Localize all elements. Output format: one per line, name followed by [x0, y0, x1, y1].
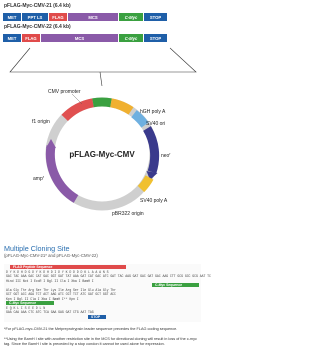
lbl-neo-superscript: r [169, 152, 171, 156]
plasmid-map: pFLAG-Myc-CMV CMV promoter hGH poly A SV… [9, 47, 197, 217]
seq-line-3: Hind III Not I EcoR I Bgl II Cla I Xba I… [6, 279, 94, 283]
cmv-leader [71, 93, 83, 105]
flag-peptide-banner: FLAG Peptide Sequence [10, 265, 126, 269]
neo-arc [143, 126, 160, 174]
hgh-polya-arc [110, 98, 134, 115]
seq-line-8: GAA CAA AAA CTC ATC TCA GAA GAG GAT CTG … [6, 310, 94, 314]
segment-c-myc: C-Myc [119, 34, 143, 42]
segment-ppt-ls: PPT LS [22, 13, 48, 21]
seq-line-1: D Y K D H D G D Y K D H D I D Y K D D D … [6, 270, 109, 274]
pbr322-origin-label: pBR322 origin [112, 211, 144, 217]
cmv-promoter-arc [61, 98, 94, 122]
amp-label: ampr [33, 175, 45, 182]
footnote-1: *For pFLAG-myc-CMV-21 the Metpreprotryps… [4, 327, 178, 331]
cmyc-banner-1: C-Myc Sequence [152, 283, 199, 287]
mcs-pointer [99, 71, 103, 87]
vector-22-map: MET FLAG MCS C-Myc STOP [3, 34, 167, 42]
segment-stop: STOP [144, 34, 167, 42]
seq-line-6: Kpn I Bgl II Cla I Xba I BamH I** Kpn I [6, 297, 79, 301]
mcs-title: Multiple Cloning Site [4, 244, 70, 253]
f1-origin-label: f1 origin [32, 119, 50, 125]
segment-flag: FLAG [49, 13, 67, 21]
plasmid-name: pFLAG-Myc-CMV [69, 150, 135, 159]
amp-arrowhead [46, 139, 56, 148]
amp-arc [45, 145, 79, 203]
mcs-bracket [9, 47, 197, 73]
segment-c-myc: C-Myc [119, 13, 143, 21]
seq-line-4: Ala Gly Thr Arg Ser Thr Lys Ile Arg Ser … [6, 288, 116, 292]
segment-mcs: MCS [41, 34, 118, 42]
cmyc-banner-2: C-Myc Sequence [6, 301, 54, 305]
neo-label: neor [161, 152, 171, 159]
sv40-polya-label: SV40 poly A [140, 198, 168, 204]
segment-met: MET [3, 13, 21, 21]
sv40-ori-label: SV40 ori [146, 121, 165, 127]
footnote-2: **Using the BamH I site with another res… [4, 337, 197, 346]
segment-stop: STOP [144, 13, 167, 21]
mcs-arc [92, 97, 112, 108]
cmv-promoter-label: CMV promoter [48, 89, 81, 95]
sv40-polya-arc [137, 175, 154, 193]
vector-21-title: pFLAG-Myc-CMV-21 (6.4 kb) [4, 3, 71, 9]
vector-21-map: MET PPT LS FLAG MCS C-Myc STOP [3, 13, 167, 21]
sv40-ori-arc [131, 110, 149, 128]
mcs-subtitle: (pFLAG-Myc-CMV-21* and pFLAG-Myc-CMV-22) [4, 253, 98, 258]
segment-flag: FLAG [22, 34, 40, 42]
mcs-sequence-panel: FLAG Peptide Sequence D Y K D H D G D Y … [4, 264, 211, 322]
lbl-amp-superscript: r [43, 175, 45, 179]
seq-line-7: E Q K L I S E E D L N [6, 306, 46, 310]
seq-line-5: GCT GGT ACC AGA TCT ACT AAG ATC CGT TCT … [6, 292, 116, 296]
segment-met: MET [3, 34, 21, 42]
seq-line-2: GAC TAC AAA GAC CAT GAC GGT GAT TAT AAA … [6, 274, 211, 278]
segment-mcs: MCS [68, 13, 118, 21]
hgh-polya-label: hGH poly A [140, 109, 166, 115]
stop-banner: STOP [88, 315, 106, 319]
vector-22-title: pFLAG-Myc-CMV-22 (6.4 kb) [4, 24, 71, 30]
